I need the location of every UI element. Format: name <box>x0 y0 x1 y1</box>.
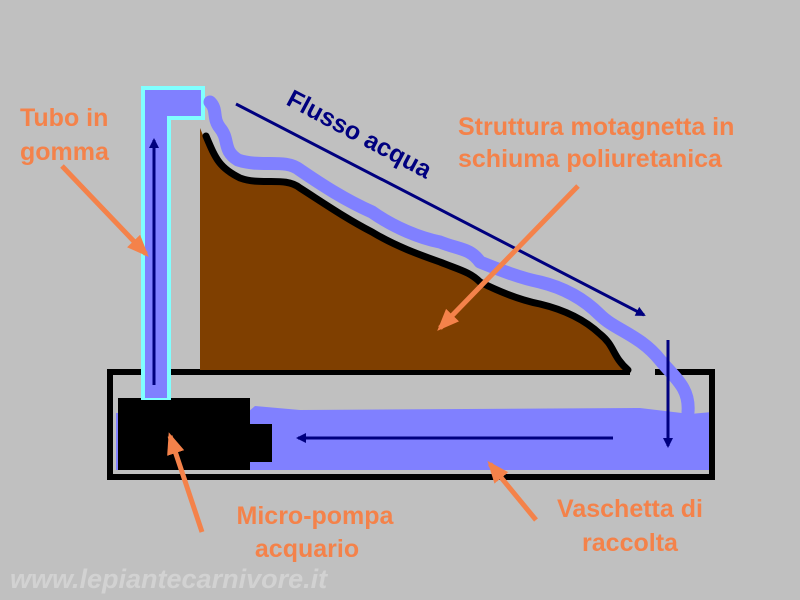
label-pump-line1: Micro-pompa <box>237 502 395 530</box>
label-tube-line2: gomma <box>20 138 110 166</box>
foam-structure-edge <box>202 132 632 374</box>
rubber-tube-horizontal <box>145 90 201 116</box>
flow-arrow-diagonal <box>235 102 646 317</box>
micro-pump-outlet <box>248 424 272 462</box>
water-film <box>203 95 695 419</box>
label-pump-line2: acquario <box>255 535 359 563</box>
foam-structure <box>200 128 628 370</box>
watermark: www.lepiantecarnivore.it <box>10 564 328 594</box>
label-structure-line2: schiuma poliuretanica <box>458 145 723 173</box>
pointer-tube <box>60 164 149 257</box>
pointer-pump <box>167 432 205 533</box>
rubber-tube-top-outline <box>141 86 205 120</box>
pointer-structure <box>437 184 580 331</box>
label-structure-line1: Struttura motagnetta in <box>458 113 734 141</box>
collection-tray <box>107 369 715 480</box>
label-tray-line2: raccolta <box>582 529 679 557</box>
pointer-tray <box>487 460 538 522</box>
rubber-tube-vertical <box>145 90 167 398</box>
label-tube-line1: Tubo in <box>20 104 108 132</box>
label-tray-line1: Vaschetta di <box>557 495 703 523</box>
micro-pump-body <box>118 398 250 470</box>
